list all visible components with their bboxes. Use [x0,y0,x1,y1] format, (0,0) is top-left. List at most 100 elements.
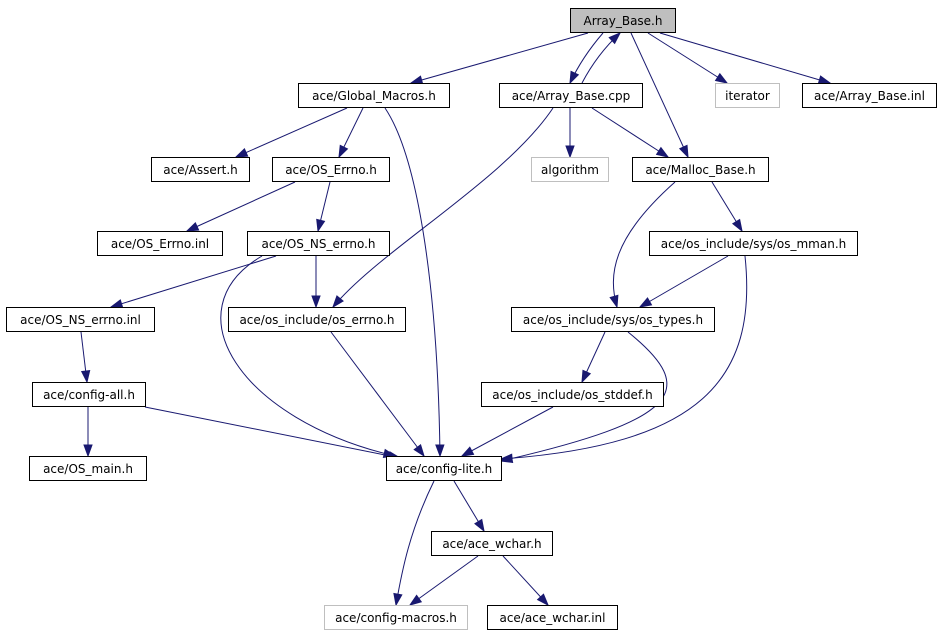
node-box [6,307,155,332]
edge-os_include_errno_h-to-config_lite_h [330,331,425,458]
edge-os_errno_h-to-os_ns_errno_h [316,181,331,233]
edge-array_base_h-to-iterator [647,32,729,84]
edge-arrowhead [817,75,832,85]
node-os-errno-h[interactable]: ace/OS_Errno.h [272,157,390,182]
edge-malloc_base_h-to-os_mman_h [711,181,743,233]
node-box [247,231,390,256]
edge-os_mman_h-to-os_types_h [638,255,729,308]
node-label: ace/config-all.h [43,388,135,402]
node-os-errno-inl[interactable]: ace/OS_Errno.inl [97,231,223,256]
node-label: ace/Array_Base.inl [814,89,925,103]
edge-array_base_cpp-to-algorithm [565,108,575,159]
node-box [298,83,450,108]
edge-arrowhead [638,297,653,308]
edge-arrowhead [316,218,326,233]
node-label: ace/config-lite.h [396,462,493,476]
node-assert-h[interactable]: ace/Assert.h [151,157,250,182]
node-malloc-base-h[interactable]: ace/Malloc_Base.h [632,157,769,182]
node-os-main-h[interactable]: ace/OS_main.h [29,456,147,481]
node-label: iterator [725,89,770,103]
node-os-mman-h[interactable]: ace/os_include/sys/os_mman.h [649,231,858,256]
node-config-lite-h[interactable]: ace/config-lite.h [386,456,502,481]
edge-config_all_h-to-os_main_h [83,407,93,458]
node-box [499,83,643,108]
node-box [97,231,223,256]
node-label: ace/os_include/os_stddef.h [492,388,652,402]
edge-arrowhead [109,299,124,309]
node-box [649,231,858,256]
node-os-stddef-h[interactable]: ace/os_include/os_stddef.h [481,382,664,407]
node-label: ace/Assert.h [163,163,238,177]
node-label: ace/os_include/sys/os_types.h [523,313,703,327]
node-array-base-h[interactable]: Array_Base.h [570,8,676,33]
node-os-ns-errno-h[interactable]: ace/OS_NS_errno.h [247,231,390,256]
edge-array_base_cpp-to-os_include_errno_h [332,107,554,309]
edge-global_macros_h-to-config_lite_h [384,107,445,458]
edge-arrowhead [234,148,249,158]
edge-ace_wchar_h-to-config_macros_h [408,555,479,606]
node-box [632,157,769,182]
edge-malloc_base_h-to-os_types_h [609,181,676,309]
edge-global_macros_h-to-os_errno_h [338,107,364,159]
node-label: ace/config-macros.h [335,611,457,625]
edge-array_base_h-to-global_macros_h [409,32,589,85]
node-config-macros-h: ace/config-macros.h [324,605,468,630]
node-box [487,605,618,630]
node-box [531,157,609,182]
edge-arrowhead [311,295,321,309]
node-ace-wchar-h[interactable]: ace/ace_wchar.h [431,531,553,556]
node-array-base-cpp[interactable]: ace/Array_Base.cpp [499,83,643,108]
node-os-ns-errno-inl[interactable]: ace/OS_NS_errno.inl [6,307,155,332]
node-box [29,456,147,481]
edge-array_base_h-to-malloc_base_h [630,32,689,159]
edge-arrowhead [413,443,425,458]
node-label: ace/OS_Errno.inl [111,237,209,251]
edge-array_base_cpp-to-array_base_h [581,32,622,84]
edge-arrowhead [731,218,743,233]
node-label: ace/Malloc_Base.h [645,163,755,177]
edge-arrowhead [714,72,729,84]
edge-arrowhead [185,221,200,232]
edge-arrowhead [408,594,423,606]
node-box [715,83,780,108]
edge-os_stddef_h-to-config_lite_h [460,406,554,457]
edge-os_ns_errno_inl-to-config_all_h [80,331,91,384]
edge-global_macros_h-to-assert_h [234,107,348,158]
node-os-include-errno-h[interactable]: ace/os_include/os_errno.h [228,307,406,332]
node-os-types-h[interactable]: ace/os_include/sys/os_types.h [511,307,715,332]
node-box [570,8,676,33]
node-label: ace/Array_Base.cpp [512,89,631,103]
node-box [228,307,406,332]
edge-config_lite_h-to-config_macros_h [393,480,435,607]
edge-arrowhead [80,370,91,384]
node-array-base-inl[interactable]: ace/Array_Base.inl [802,83,937,108]
edge-arrowhead [409,75,424,85]
edge-ace_wchar_h-to-ace_wchar_inl [502,555,549,607]
edge-arrowhead [536,593,549,607]
edge-array_base_h-to-array_base_cpp [569,32,604,85]
node-label: ace/ace_wchar.inl [499,611,605,625]
edge-arrowhead [565,145,575,159]
edge-arrowhead [338,144,349,159]
node-global-macros-h[interactable]: ace/Global_Macros.h [298,83,450,108]
node-label: ace/OS_Errno.h [285,163,377,177]
edge-array_base_cpp-to-malloc_base_h [591,107,670,158]
node-box [802,83,937,108]
node-label: Array_Base.h [584,14,663,28]
node-config-all-h[interactable]: ace/config-all.h [32,382,146,407]
edge-arrowhead [608,32,622,45]
edge-os_errno_h-to-os_errno_inl [185,181,296,232]
edge-arrowhead [581,369,592,384]
node-box [32,382,146,407]
edge-os_ns_errno_h-to-os_include_errno_h [311,256,321,309]
edge-arrowhead [460,446,475,457]
node-box [324,605,468,630]
edge-arrowhead [655,146,670,158]
edge-os_mman_h-to-config_lite_h [499,255,748,463]
edge-arrowhead [499,453,514,464]
node-ace-wchar-inl[interactable]: ace/ace_wchar.inl [487,605,618,630]
node-layer: Array_Base.h ace/Global_Macros.h ace/Array… [6,8,937,630]
node-label: algorithm [541,163,599,177]
node-box [511,307,715,332]
